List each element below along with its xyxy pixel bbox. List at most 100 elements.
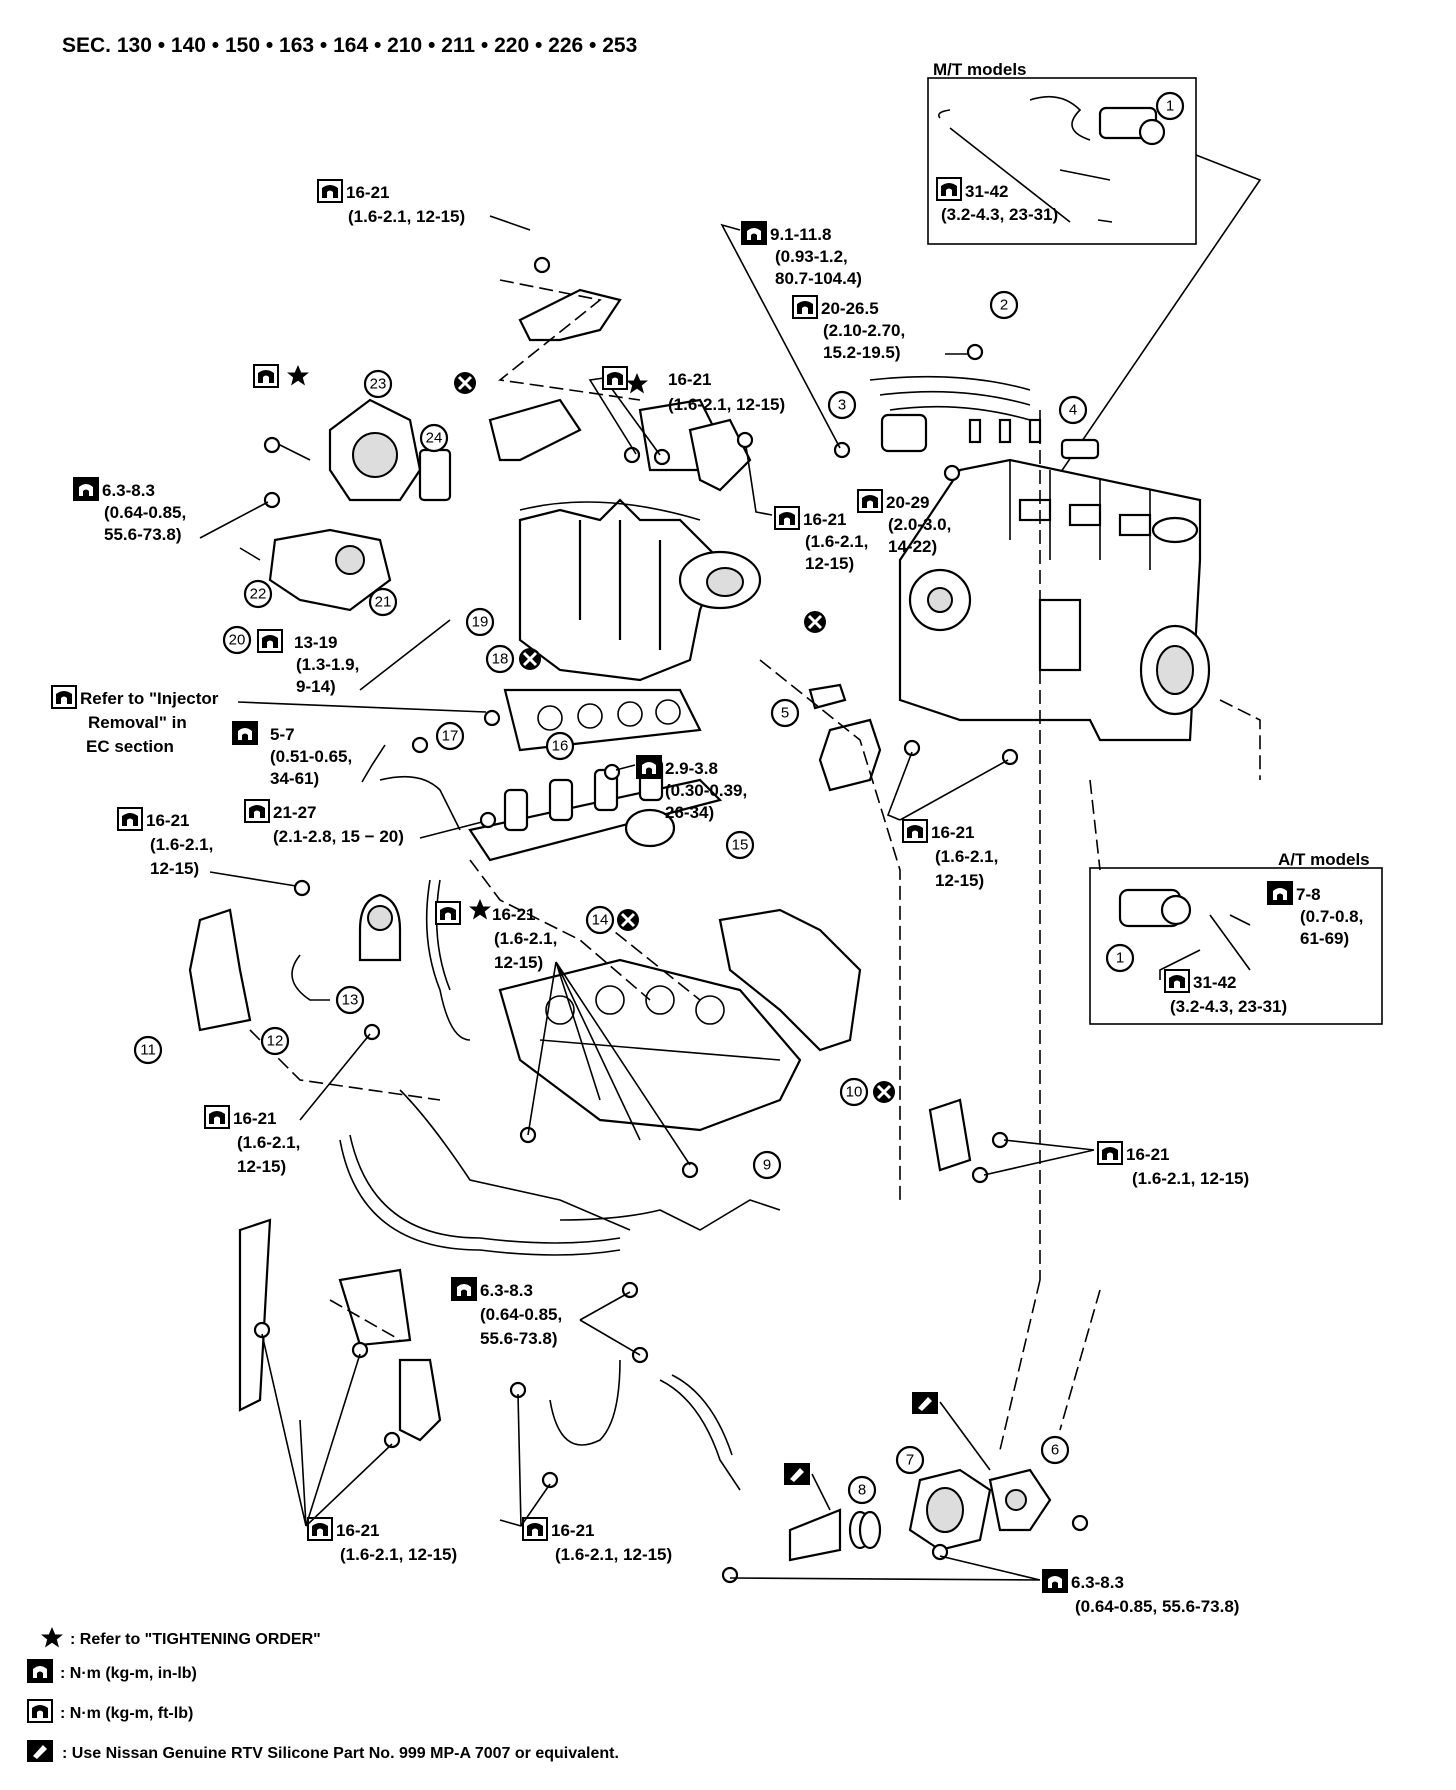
torque-label-5: 6.3-8.3 (0.64-0.85, 55.6-73.8) <box>73 477 269 544</box>
svg-text:55.6-73.8): 55.6-73.8) <box>480 1329 558 1348</box>
svg-text:21: 21 <box>375 594 392 611</box>
torque-label-12: 21-27 (2.1-2.8, 15 − 20) <box>244 799 483 846</box>
svg-text:(2.0-3.0,: (2.0-3.0, <box>888 515 951 534</box>
torque-label-15: 16-21 (1.6-2.1, 12-15) <box>886 751 1009 890</box>
svg-text:(1.6-2.1, 12-15): (1.6-2.1, 12-15) <box>1132 1169 1249 1188</box>
torque-label-6: 16-21 (1.6-2.1, 12-15) <box>745 445 868 573</box>
egr-valve <box>188 893 402 1032</box>
svg-text:: Refer to "TIGHTENING ORDER": : Refer to "TIGHTENING ORDER" <box>70 1631 321 1648</box>
svg-text:16-21: 16-21 <box>803 510 846 529</box>
svg-text:(0.93-1.2,: (0.93-1.2, <box>775 247 848 266</box>
svg-text:(0.51-0.65,: (0.51-0.65, <box>270 747 352 766</box>
mt-models-panel: M/T models 31-42 (3.2-4.3, 23-31) <box>927 60 1197 245</box>
sealant-icon-thermostat <box>912 1392 938 1414</box>
torque-label-4: 16-21 (1.6-2.1, 12-15) <box>588 366 785 456</box>
svg-text:(1.6-2.1,: (1.6-2.1, <box>150 835 213 854</box>
svg-text:(1.6-2.1, 12-15): (1.6-2.1, 12-15) <box>555 1545 672 1564</box>
svg-text:(0.64-0.85,: (0.64-0.85, <box>104 503 186 522</box>
svg-text:12-15): 12-15) <box>150 859 199 878</box>
svg-text:26-34): 26-34) <box>665 803 714 822</box>
svg-text:: N·m (kg-m, ft-lb): : N·m (kg-m, ft-lb) <box>60 1705 193 1722</box>
svg-text:1: 1 <box>1116 950 1124 967</box>
mt-torque-value: 31-42 <box>965 182 1008 201</box>
iacv-aac-valve <box>239 528 392 612</box>
mt-torque-units: (3.2-4.3, 23-31) <box>941 205 1058 224</box>
torque-label-3: 20-26.5 (2.10-2.70, 15.2-19.5) <box>792 295 968 362</box>
svg-text:(1.6-2.1, 12-15): (1.6-2.1, 12-15) <box>340 1545 457 1564</box>
collector-gasket <box>503 688 702 752</box>
svg-text:12-15): 12-15) <box>805 554 854 573</box>
water-outlet-assembly <box>788 1468 1052 1562</box>
svg-text:16-21: 16-21 <box>1126 1145 1169 1164</box>
torque-wrench-outline-icon <box>27 1699 53 1723</box>
torque-label-7: 20-29 (2.0-3.0, 14-22) <box>857 489 951 556</box>
svg-text:15.2-19.5): 15.2-19.5) <box>823 343 901 362</box>
svg-text:14-22): 14-22) <box>888 537 937 556</box>
svg-text:6.3-8.3: 6.3-8.3 <box>1071 1573 1124 1592</box>
svg-text:: Use Nissan Genuine RTV Silic: : Use Nissan Genuine RTV Silicone Part N… <box>62 1745 619 1762</box>
svg-text:12-15): 12-15) <box>237 1157 286 1176</box>
svg-text:12: 12 <box>267 1033 284 1050</box>
torque-wrench-solid-icon <box>27 1659 53 1683</box>
legend: : Refer to "TIGHTENING ORDER" : N·m (kg-… <box>27 1627 619 1762</box>
svg-text:9: 9 <box>763 1157 771 1174</box>
svg-text:16-21: 16-21 <box>551 1521 594 1540</box>
svg-text:(0.64-0.85,: (0.64-0.85, <box>480 1305 562 1324</box>
svg-text:4: 4 <box>1069 402 1077 419</box>
svg-text:Removal" in: Removal" in <box>88 713 187 732</box>
svg-text:16-21: 16-21 <box>233 1109 276 1128</box>
svg-text:8: 8 <box>858 1482 866 1499</box>
torque-label-20: 16-21 (1.6-2.1, 12-15) <box>499 1393 672 1564</box>
svg-text:12-15): 12-15) <box>935 871 984 890</box>
svg-text:2: 2 <box>1000 297 1008 314</box>
svg-text:2.9-3.8: 2.9-3.8 <box>665 759 718 778</box>
svg-text:7: 7 <box>906 1452 914 1469</box>
torque-label-9: Refer to "Injector Removal" in EC sectio… <box>51 685 487 756</box>
throttle-body <box>269 398 452 502</box>
svg-text:17: 17 <box>442 728 459 745</box>
oil-filter-and-sensor <box>808 683 882 792</box>
svg-text:(1.6-2.1,: (1.6-2.1, <box>494 929 557 948</box>
svg-text:22: 22 <box>250 586 267 603</box>
sealant-icon-outlet <box>784 1463 810 1485</box>
svg-text:3: 3 <box>838 397 846 414</box>
manifold-gasket <box>718 908 862 1052</box>
torque-label-10: 5-7 (0.51-0.65, 34-61) <box>232 721 386 788</box>
callout-numbers: 1 2 3 4 5 6 7 8 9 10 11 12 13 14 15 16 1… <box>133 91 1185 1505</box>
svg-text:6.3-8.3: 6.3-8.3 <box>480 1281 533 1300</box>
svg-text:23: 23 <box>370 376 387 393</box>
svg-text:16-21: 16-21 <box>146 811 189 830</box>
svg-text:13: 13 <box>342 992 359 1009</box>
svg-text:(2.10-2.70,: (2.10-2.70, <box>823 321 905 340</box>
svg-text:9-14): 9-14) <box>296 677 336 696</box>
svg-text:19: 19 <box>472 614 489 631</box>
torque-label-13: 16-21 (1.6-2.1, 12-15) <box>117 807 297 887</box>
ignition-coil-wires <box>869 375 1042 453</box>
svg-text:(1.3-1.9,: (1.3-1.9, <box>296 655 359 674</box>
star-icon <box>41 1627 63 1648</box>
svg-text:34-61): 34-61) <box>270 769 319 788</box>
svg-text:80.7-104.4): 80.7-104.4) <box>775 269 862 288</box>
at-torque-a-line3: 61-69) <box>1300 929 1349 948</box>
svg-text:16-21: 16-21 <box>931 823 974 842</box>
svg-text:11: 11 <box>140 1042 156 1059</box>
svg-text:1: 1 <box>1166 98 1174 115</box>
torque-label-17: 16-21 (1.6-2.1, 12-15) <box>983 1139 1249 1188</box>
svg-text:10: 10 <box>846 1084 863 1101</box>
torque-label-1: 16-21 (1.6-2.1, 12-15) <box>317 179 531 231</box>
svg-text:15: 15 <box>732 837 749 854</box>
at-torque-b-units: (3.2-4.3, 23-31) <box>1170 997 1287 1016</box>
svg-text:: N·m (kg-m, in-lb): : N·m (kg-m, in-lb) <box>60 1665 197 1682</box>
svg-text:(2.1-2.8, 15 − 20): (2.1-2.8, 15 − 20) <box>273 827 404 846</box>
engine-block <box>898 458 1211 742</box>
at-models-title: A/T models <box>1278 850 1370 869</box>
bolts <box>253 256 1089 1584</box>
at-torque-b-value: 31-42 <box>1193 973 1236 992</box>
at-torque-a-line2: (0.7-0.8, <box>1300 907 1363 926</box>
section-header: SEC. 130 • 140 • 150 • 163 • 164 • 210 •… <box>62 34 637 57</box>
svg-text:EC section: EC section <box>86 737 174 756</box>
torque-label-2: 9.1-11.8 (0.93-1.2, 80.7-104.4) <box>720 221 862 449</box>
svg-text:6: 6 <box>1051 1442 1059 1459</box>
at-torque-a-value: 7-8 <box>1296 885 1321 904</box>
